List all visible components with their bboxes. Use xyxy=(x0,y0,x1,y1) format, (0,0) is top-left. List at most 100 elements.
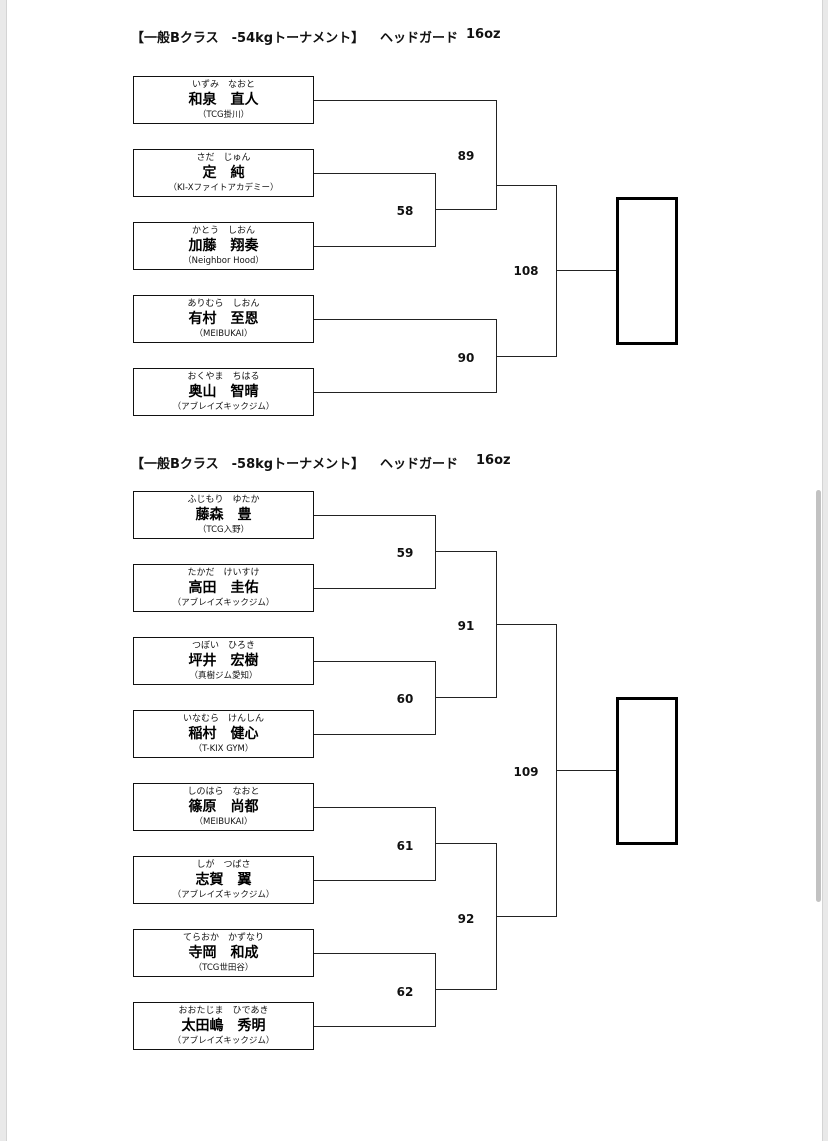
fighter-gym: （TCG入野） xyxy=(197,525,250,535)
fighter-name: 藤森 豊 xyxy=(195,507,252,523)
fighter-box: しが つばさ 志賀 翼 （アブレイズキックジム） xyxy=(133,856,314,904)
bracket-line xyxy=(314,392,496,393)
bracket-line xyxy=(314,319,496,320)
fighter-name: 奥山 智晴 xyxy=(188,384,259,400)
bracket-line xyxy=(496,624,556,625)
fighter-kana: さだ じゅん xyxy=(196,153,251,163)
headgear-label: ヘッドガード xyxy=(380,457,459,472)
fighter-kana: てらおか かずなり xyxy=(182,933,264,943)
fighter-box: おおたじま ひであき 太田嶋 秀明 （アブレイズキックジム） xyxy=(133,1002,314,1050)
fighter-name: 和泉 直人 xyxy=(188,92,259,108)
fighter-gym: （Neighbor Hood） xyxy=(183,256,264,266)
match-number: 61 xyxy=(396,839,414,853)
fighter-kana: ありむら しおん xyxy=(187,299,260,309)
bracket-line xyxy=(435,661,436,735)
fighter-kana: しが つばさ xyxy=(196,860,251,870)
fighter-gym: （真樹ジム愛知） xyxy=(189,671,258,681)
fighter-gym: （アブレイズキックジム） xyxy=(172,1036,275,1046)
fighter-name: 高田 圭佑 xyxy=(188,580,259,596)
fighter-name: 志賀 翼 xyxy=(195,872,252,888)
bracket-line xyxy=(496,916,556,917)
bracket-line xyxy=(496,100,497,210)
bracket-line xyxy=(556,770,617,771)
fighter-gym: （アブレイズキックジム） xyxy=(172,402,275,412)
winner-box xyxy=(616,197,678,345)
tournament-heading-54kg: 【一般Bクラス -54kgトーナメント】 ヘッドガード 16oz xyxy=(131,27,501,46)
match-number: 89 xyxy=(457,149,475,163)
bracket-line xyxy=(314,807,435,808)
fighter-gym: （アブレイズキックジム） xyxy=(172,598,275,608)
tournament-heading-58kg: 【一般Bクラス -58kgトーナメント】 ヘッドガード 16oz xyxy=(131,453,511,472)
fighter-name: 篠原 尚都 xyxy=(188,799,259,815)
fighter-kana: かとう しおん xyxy=(191,226,255,236)
fighter-name: 坪井 宏樹 xyxy=(188,653,259,669)
fighter-box: いずみ なおと 和泉 直人 （TCG掛川） xyxy=(133,76,314,124)
tournament-title: 【一般Bクラス -58kgトーナメント】 xyxy=(131,457,365,472)
fighter-gym: （MEIBUKAI） xyxy=(194,817,253,827)
bracket-line xyxy=(435,209,496,210)
fighter-name: 稲村 健心 xyxy=(188,726,259,742)
bracket-line xyxy=(496,185,556,186)
fighter-kana: おおたじま ひであき xyxy=(178,1006,269,1016)
fighter-kana: いずみ なおと xyxy=(191,80,255,90)
tournament-title: 【一般Bクラス -54kgトーナメント】 xyxy=(131,31,365,46)
match-number: 91 xyxy=(457,619,475,633)
bracket-line xyxy=(435,697,496,698)
glove-weight: 16oz xyxy=(466,27,501,42)
fighter-box: いなむら けんしん 稲村 健心 （T-KIX GYM） xyxy=(133,710,314,758)
fighter-box: ありむら しおん 有村 至恩 （MEIBUKAI） xyxy=(133,295,314,343)
bracket-line xyxy=(314,661,435,662)
bracket-line xyxy=(314,100,496,101)
fighter-name: 定 純 xyxy=(202,165,245,181)
match-number: 92 xyxy=(457,912,475,926)
fighter-kana: しのはら なおと xyxy=(187,787,260,797)
glove-weight: 16oz xyxy=(476,453,511,468)
bracket-line xyxy=(314,734,435,735)
fighter-name: 寺岡 和成 xyxy=(188,945,259,961)
fighter-box: てらおか かずなり 寺岡 和成 （TCG世田谷） xyxy=(133,929,314,977)
headgear-label: ヘッドガード xyxy=(380,31,459,46)
fighter-box: ふじもり ゆたか 藤森 豊 （TCG入野） xyxy=(133,491,314,539)
match-number: 58 xyxy=(396,204,414,218)
bracket-line xyxy=(314,1026,435,1027)
bracket-line xyxy=(314,173,435,174)
fighter-gym: （TCG世田谷） xyxy=(193,963,254,973)
fighter-box: つぼい ひろき 坪井 宏樹 （真樹ジム愛知） xyxy=(133,637,314,685)
bracket-line xyxy=(556,185,557,357)
fighter-name: 太田嶋 秀明 xyxy=(181,1018,266,1034)
fighter-gym: （MEIBUKAI） xyxy=(194,329,253,339)
bracket-line xyxy=(496,356,556,357)
fighter-gym: （アブレイズキックジム） xyxy=(172,890,275,900)
bracket-line xyxy=(435,515,436,589)
bracket-line xyxy=(314,880,435,881)
bracket-line xyxy=(556,270,617,271)
fighter-gym: （KI-Xファイトアカデミー） xyxy=(168,183,279,193)
document-page xyxy=(6,0,823,1141)
fighter-gym: （T-KIX GYM） xyxy=(193,744,254,754)
bracket-line xyxy=(314,953,435,954)
winner-box xyxy=(616,697,678,845)
bracket-line xyxy=(435,953,436,1027)
fighter-kana: つぼい ひろき xyxy=(191,641,255,651)
scrollbar-thumb[interactable] xyxy=(816,490,821,902)
bracket-line xyxy=(435,807,436,881)
bracket-line xyxy=(435,551,496,552)
bracket-line xyxy=(314,246,435,247)
fighter-kana: おくやま ちはる xyxy=(187,372,260,382)
match-number: 90 xyxy=(457,351,475,365)
fighter-box: おくやま ちはる 奥山 智晴 （アブレイズキックジム） xyxy=(133,368,314,416)
fighter-kana: ふじもり ゆたか xyxy=(187,495,260,505)
match-number: 109 xyxy=(513,765,539,779)
fighter-kana: たかだ けいすけ xyxy=(187,568,260,578)
fighter-gym: （TCG掛川） xyxy=(197,110,250,120)
fighter-box: かとう しおん 加藤 翔奏 （Neighbor Hood） xyxy=(133,222,314,270)
bracket-line xyxy=(314,588,435,589)
fighter-kana: いなむら けんしん xyxy=(182,714,264,724)
fighter-name: 有村 至恩 xyxy=(188,311,259,327)
fighter-box: しのはら なおと 篠原 尚都 （MEIBUKAI） xyxy=(133,783,314,831)
bracket-line xyxy=(435,843,496,844)
bracket-line xyxy=(435,989,496,990)
match-number: 62 xyxy=(396,985,414,999)
bracket-line xyxy=(435,173,436,247)
match-number: 60 xyxy=(396,692,414,706)
